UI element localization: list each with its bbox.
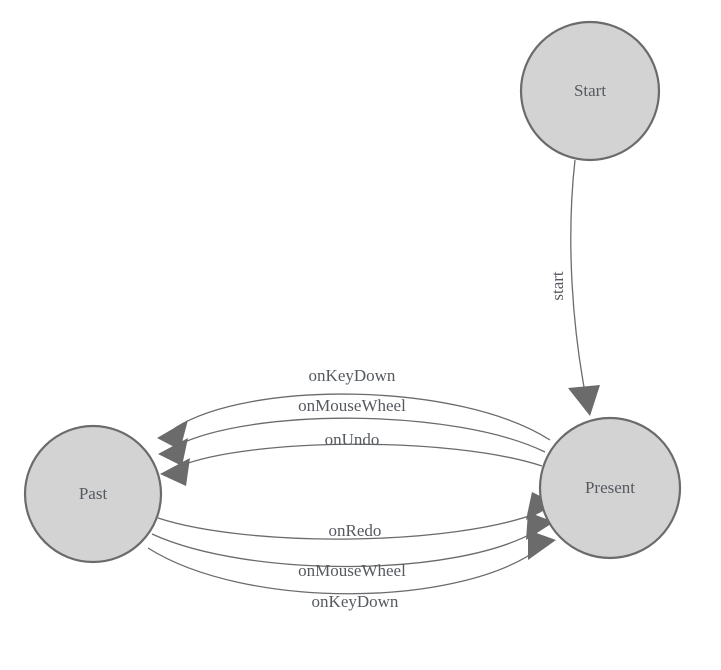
edge-present-to-past-onkeydown-path [174,393,551,441]
edge-label-start: start [548,271,567,301]
edge-label-present-to-past-onundo: onUndo [325,430,380,449]
edge-label-present-to-past-onmousewheel: onMouseWheel [298,396,406,415]
edge-past-to-present-onredo[interactable]: onRedo [157,492,556,540]
edge-label-past-to-present-onmousewheel: onMouseWheel [298,561,406,580]
node-start-circle [519,20,661,162]
edge-past-to-present-onmousewheel-path [151,529,539,568]
edge-present-to-past-onmousewheel[interactable]: onMouseWheel [158,396,546,466]
node-past-label: Past [79,484,108,503]
node-present-label: Present [585,478,635,497]
arrowhead-past-to-present-onkeydown [528,530,556,560]
node-start-label: Start [574,81,606,100]
edge-past-to-present-onkeydown-path [147,547,541,595]
node-present[interactable]: Present [538,416,682,560]
node-past[interactable]: Past [23,424,163,564]
node-present-circle [538,416,682,560]
arrowhead-present-to-past-onundo [160,458,190,486]
edge-start-to-present-path [570,159,589,409]
node-past-circle [23,424,163,564]
arrowhead-past-to-present-onredo [526,492,556,520]
arrowhead-present-to-past-onmousewheel [158,438,188,466]
node-start[interactable]: Start [519,20,661,162]
edge-past-to-present-onredo-path [157,511,541,540]
edge-label-present-to-past-onkeydown: onKeyDown [309,366,396,385]
edge-past-to-present-onkeydown[interactable]: onKeyDown [147,530,556,611]
edge-present-to-past-onundo-path [179,443,543,467]
edge-present-to-past-onundo[interactable]: onUndo [160,430,543,486]
edge-present-to-past-onmousewheel-path [175,417,546,453]
edge-start-to-present[interactable]: start [548,159,600,416]
edge-label-past-to-present-onredo: onRedo [329,521,382,540]
arrowhead-start-to-present [568,385,600,416]
edge-label-past-to-present-onkeydown: onKeyDown [312,592,399,611]
